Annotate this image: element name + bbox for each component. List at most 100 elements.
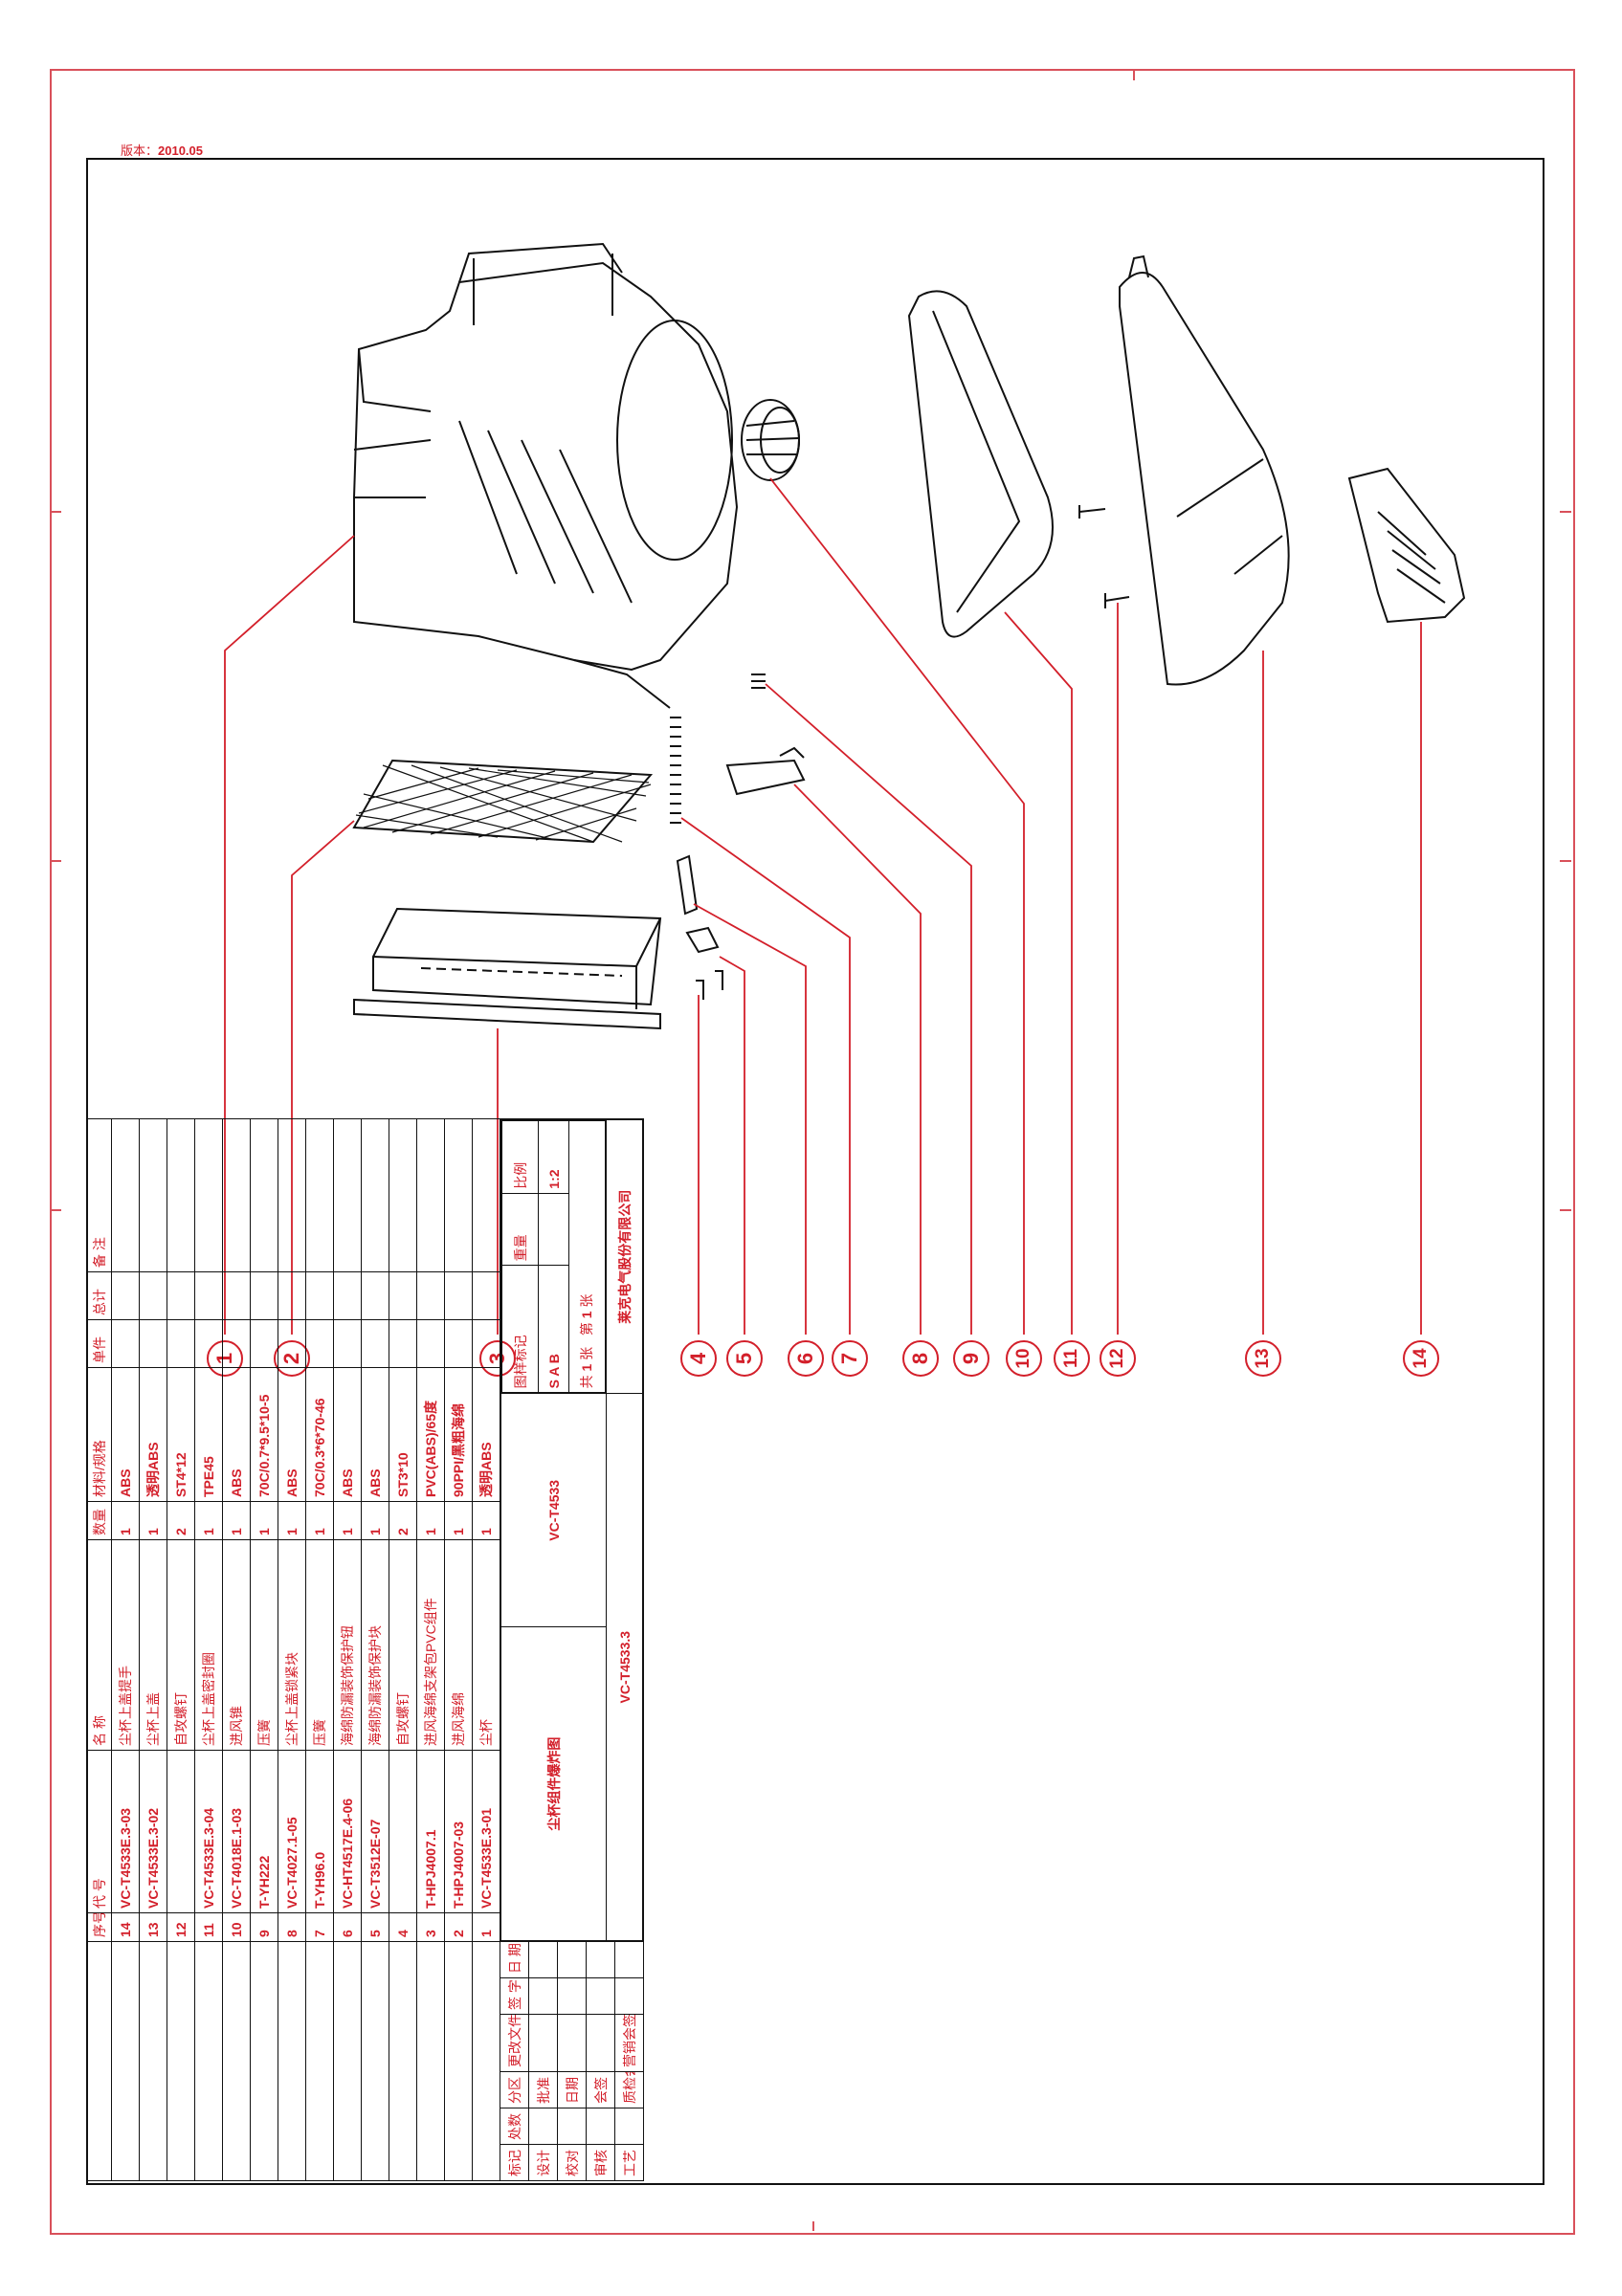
bom-seq: 7 [305,1912,334,1942]
sign-label: 分区 [500,2071,529,2108]
bom-header-seq: 序号 [86,1912,112,1942]
bom-remarks [194,1118,223,1272]
callout-8: 8 [908,1352,932,1365]
part-11-seal-ring [907,290,1054,638]
version-label: 版本： [121,144,159,158]
callout-11: 11 [1061,1348,1081,1369]
bom-name: 压簧 [305,1539,334,1751]
bom-seq: 1 [472,1912,500,1942]
bom-qty: 2 [167,1501,195,1540]
callout-13: 13 [1253,1348,1273,1369]
title-area: 尘杯组件爆炸图 VC-T4533 图样标记 重量 比例 S A B [500,1118,644,1942]
sign-grid-cell [222,1941,251,2181]
sign-role: 审核 [586,2144,615,2181]
bom-total-weight [444,1271,473,1320]
bom-qty: 1 [111,1501,140,1540]
bom-seq: 6 [333,1912,362,1942]
bom-header-code: 代 号 [86,1750,112,1913]
bom-material: ST4*12 [167,1367,195,1502]
bom-material: ABS [222,1367,251,1502]
part-10-intake-cone [741,399,800,481]
bom-code: VC-T4018E.1-03 [222,1750,251,1913]
drawing-title: 尘杯组件爆炸图 [500,1626,607,1941]
bom-seq: 13 [139,1912,167,1942]
bom-name: 尘杯上盖 [139,1539,167,1751]
bom-seq: 2 [444,1912,473,1942]
sign-role: 质检会签 [614,2071,644,2108]
bom-material: 70C/0.3*6*70-46 [305,1367,334,1502]
callout-9: 9 [959,1352,983,1365]
part-3-sponge-holder [353,907,662,1030]
bom-code: T-YH222 [250,1750,278,1913]
bom-code [389,1750,417,1913]
bom-remarks [222,1118,251,1272]
sign-role: 批准 [528,2071,558,2108]
bom-code: VC-T4533E.3-01 [472,1750,500,1913]
sign-grid-cell [333,1941,362,2181]
bom-qty: 1 [139,1501,167,1540]
bom-material: 90PPI/黑粗海绵 [444,1367,473,1502]
bom-qty: 1 [194,1501,223,1540]
bom-qty: 1 [333,1501,362,1540]
drawing-number: VC-T4533.3 [606,1393,643,1941]
version-value: 2010.05 [158,144,204,158]
bom-remarks [389,1118,417,1272]
sign-grid-cell [250,1941,278,2181]
part-14-handle [1347,467,1466,624]
sign-grid-cell [472,1941,500,2181]
sign-role: 营销会签 [614,2014,644,2072]
bom-seq: 10 [222,1912,251,1942]
bom-total-weight [139,1271,167,1320]
bom-header-total-weight: 总计 [86,1271,112,1320]
bom-total-weight [305,1271,334,1320]
bom-remarks [167,1118,195,1272]
bom-seq: 5 [361,1912,389,1942]
sign-label: 更改文件号 [500,2014,529,2072]
bom-name: 进风海绵支架包PVC组件 [416,1539,445,1751]
outer-border [50,69,1575,2235]
scale-value: 1:2 [538,1120,569,1194]
bom-total-weight [167,1271,195,1320]
bom-header-name: 名 称 [86,1539,112,1751]
sign-grid-cell [278,1941,306,2181]
stage-mark: S A B [538,1265,569,1393]
sign-labels-row: 标记 处数 分区 更改文件号 签 字 日 期 尘杯组件爆炸图 VC-T4533 … [500,1118,644,2181]
bom-name: 尘杯上盖密封圈 [194,1539,223,1751]
callout-10: 10 [1013,1348,1033,1369]
bom-name: 自攻螺钉 [389,1539,417,1751]
callout-6: 6 [793,1352,817,1365]
border-ticks [50,69,1571,2231]
bom-code: T-HPJ4007-03 [444,1750,473,1913]
bom-unit-weight [167,1319,195,1368]
bom-unit-weight [472,1319,500,1368]
bom-code: VC-T4533E.3-03 [111,1750,140,1913]
parts-small-hardware [670,673,806,1000]
sign-role: 校对 [557,2144,587,2181]
bom-name: 尘杯 [472,1539,500,1751]
bom-qty: 1 [305,1501,334,1540]
bom-name: 进风锥 [222,1539,251,1751]
sign-role: 设计 [528,2144,558,2181]
stage-label: 比例 [501,1120,539,1194]
sign-label: 签 字 [500,1977,529,2015]
bom-total-weight [111,1271,140,1320]
bom-remarks [444,1118,473,1272]
sign-grid-cell [139,1941,167,2181]
callout-7: 7 [837,1352,861,1365]
bom-name: 压簧 [250,1539,278,1751]
bom-material: TPE45 [194,1367,223,1502]
stage-label: 重量 [501,1193,539,1266]
bom-total-weight [389,1271,417,1320]
bom-seq: 4 [389,1912,417,1942]
model-number: VC-T4533 [500,1393,607,1627]
bom-material: 70C/0.7*9.5*10-5 [250,1367,278,1502]
